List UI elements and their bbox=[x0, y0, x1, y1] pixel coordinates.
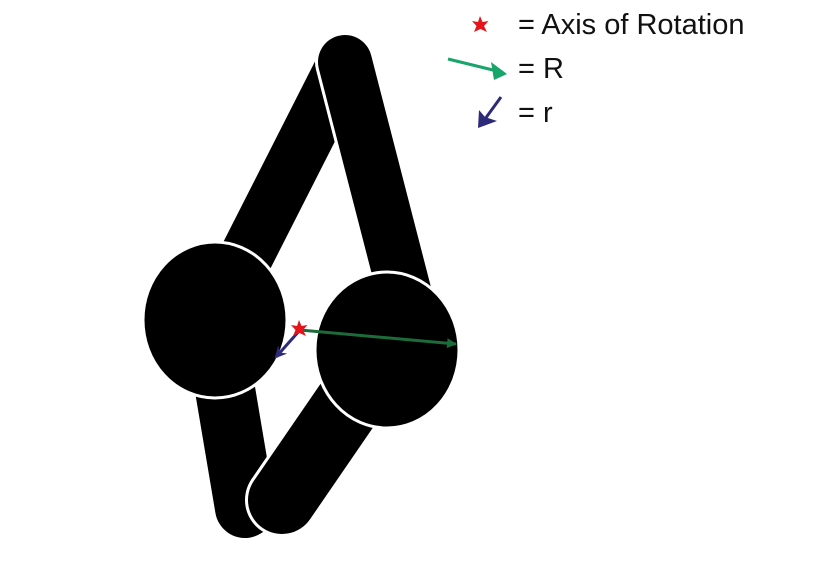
left-joint bbox=[141, 240, 289, 400]
axis-of-rotation-star bbox=[291, 320, 308, 336]
legend-row-axis: = Axis of Rotation bbox=[445, 5, 820, 45]
green-arrow-icon bbox=[447, 57, 507, 80]
legend-label-R: = R bbox=[518, 53, 564, 85]
legend-row-r: = r bbox=[445, 93, 820, 133]
right-joint bbox=[313, 270, 461, 430]
legend-row-R: = R bbox=[445, 49, 820, 89]
legend-label-axis: = Axis of Rotation bbox=[518, 9, 745, 41]
vector-R-arrow bbox=[299, 328, 457, 349]
legend-label-r: = r bbox=[518, 97, 553, 129]
red-star-icon bbox=[472, 16, 489, 32]
blue-arrow-icon bbox=[478, 96, 503, 128]
